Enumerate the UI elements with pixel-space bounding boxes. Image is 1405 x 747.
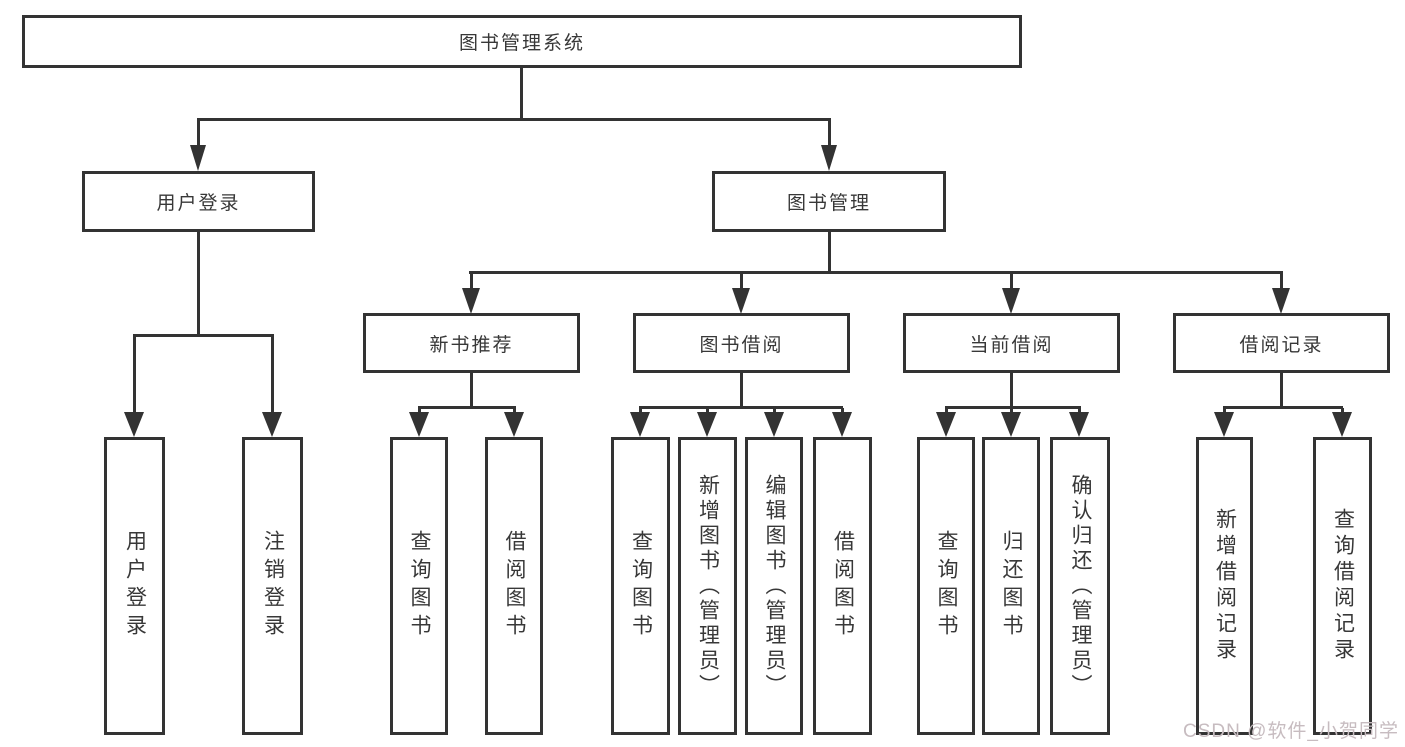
leaf-current-confirm-return-admin-label: 确认归还（管理员） <box>1069 473 1092 699</box>
leaf-user-login-label: 用户登录 <box>123 530 147 642</box>
node-book-borrow-label: 图书借阅 <box>699 334 784 356</box>
edge-root-stem <box>520 68 523 120</box>
leaf-logout-label: 注销登录 <box>261 530 285 642</box>
edge-records-bus <box>1223 406 1343 409</box>
leaf-logout: 注销登录 <box>242 437 303 735</box>
arrow-down-icon <box>190 145 206 171</box>
node-current-borrow: 当前借阅 <box>903 313 1120 373</box>
edge-current-bus <box>945 406 1081 409</box>
leaf-user-login: 用户登录 <box>104 437 165 735</box>
leaf-records-query-record-label: 查询借阅记录 <box>1331 508 1355 664</box>
arrow-down-icon <box>504 412 524 437</box>
node-root-label: 图书管理系统 <box>458 33 585 54</box>
arrow-down-icon <box>462 288 480 314</box>
edge-books-drop-4 <box>1280 273 1283 290</box>
edge-books-drop-3 <box>1010 273 1013 290</box>
arrow-down-icon <box>732 288 750 314</box>
leaf-current-query-books-label: 查询图书 <box>935 530 958 642</box>
leaf-borrow-borrow-books-label: 借阅图书 <box>831 530 855 642</box>
csdn-watermark: CSDN @软件_小贺同学 <box>1183 721 1399 742</box>
node-borrow-records-label: 借阅记录 <box>1239 334 1324 356</box>
arrow-down-icon <box>1214 412 1234 437</box>
edge-books-drop-1 <box>470 273 473 290</box>
arrow-down-icon <box>832 412 852 437</box>
edge-borrow-stem <box>740 373 743 408</box>
arrow-down-icon <box>124 412 144 437</box>
edge-login-bus <box>133 334 274 337</box>
leaf-current-return-books-label: 归还图书 <box>1000 530 1023 642</box>
arrow-down-icon <box>1272 288 1290 314</box>
node-new-book-recommend: 新书推荐 <box>363 313 580 373</box>
edge-login-drop-1 <box>133 336 136 414</box>
leaf-records-query-record: 查询借阅记录 <box>1313 437 1372 735</box>
edge-login-drop-2 <box>271 336 274 414</box>
leaf-recommend-borrow-books-label: 借阅图书 <box>503 530 526 642</box>
leaf-borrow-query-books-label: 查询图书 <box>629 530 653 642</box>
edge-root-bus <box>197 118 831 121</box>
arrow-down-icon <box>1332 412 1352 437</box>
leaf-current-query-books: 查询图书 <box>917 437 975 735</box>
edge-books-bus <box>469 271 1283 274</box>
arrow-down-icon <box>764 412 784 437</box>
node-book-management-label: 图书管理 <box>786 193 871 214</box>
arrow-down-icon <box>630 412 650 437</box>
edge-recommend-stem <box>470 373 473 408</box>
edge-recommend-bus <box>418 406 516 409</box>
leaf-current-confirm-return-admin: 确认归还（管理员） <box>1050 437 1110 735</box>
node-new-book-recommend-label: 新书推荐 <box>429 334 514 356</box>
leaf-borrow-edit-books-admin-label: 编辑图书（管理员） <box>763 473 786 699</box>
edge-books-stem <box>828 232 831 273</box>
node-book-borrow: 图书借阅 <box>633 313 850 373</box>
node-user-login-label: 用户登录 <box>156 193 241 214</box>
edge-root-drop-right <box>828 120 831 148</box>
edge-borrow-bus <box>639 406 843 409</box>
node-current-borrow-label: 当前借阅 <box>969 334 1054 356</box>
node-book-management: 图书管理 <box>712 171 946 232</box>
leaf-recommend-query-books-label: 查询图书 <box>408 530 431 642</box>
edge-current-stem <box>1010 373 1013 408</box>
leaf-borrow-edit-books-admin: 编辑图书（管理员） <box>745 437 803 735</box>
edge-books-drop-2 <box>740 273 743 290</box>
leaf-records-add-record: 新增借阅记录 <box>1196 437 1253 735</box>
arrow-down-icon <box>936 412 956 437</box>
arrow-down-icon <box>409 412 429 437</box>
leaf-borrow-borrow-books: 借阅图书 <box>813 437 872 735</box>
arrow-down-icon <box>1001 412 1021 437</box>
leaf-borrow-query-books: 查询图书 <box>611 437 670 735</box>
edge-login-stem <box>197 232 200 336</box>
node-root: 图书管理系统 <box>22 15 1022 68</box>
leaf-current-return-books: 归还图书 <box>982 437 1040 735</box>
arrow-down-icon <box>697 412 717 437</box>
leaf-borrow-add-books-admin: 新增图书（管理员） <box>678 437 737 735</box>
node-user-login: 用户登录 <box>82 171 315 232</box>
arrow-down-icon <box>262 412 282 437</box>
leaf-records-add-record-label: 新增借阅记录 <box>1213 508 1237 664</box>
node-borrow-records: 借阅记录 <box>1173 313 1390 373</box>
edge-root-drop-left <box>197 120 200 148</box>
arrow-down-icon <box>1002 288 1020 314</box>
leaf-recommend-query-books: 查询图书 <box>390 437 448 735</box>
leaf-borrow-add-books-admin-label: 新增图书（管理员） <box>696 473 720 699</box>
leaf-recommend-borrow-books: 借阅图书 <box>485 437 543 735</box>
arrow-down-icon <box>1069 412 1089 437</box>
edge-records-stem <box>1280 373 1283 408</box>
arrow-down-icon <box>821 145 837 171</box>
